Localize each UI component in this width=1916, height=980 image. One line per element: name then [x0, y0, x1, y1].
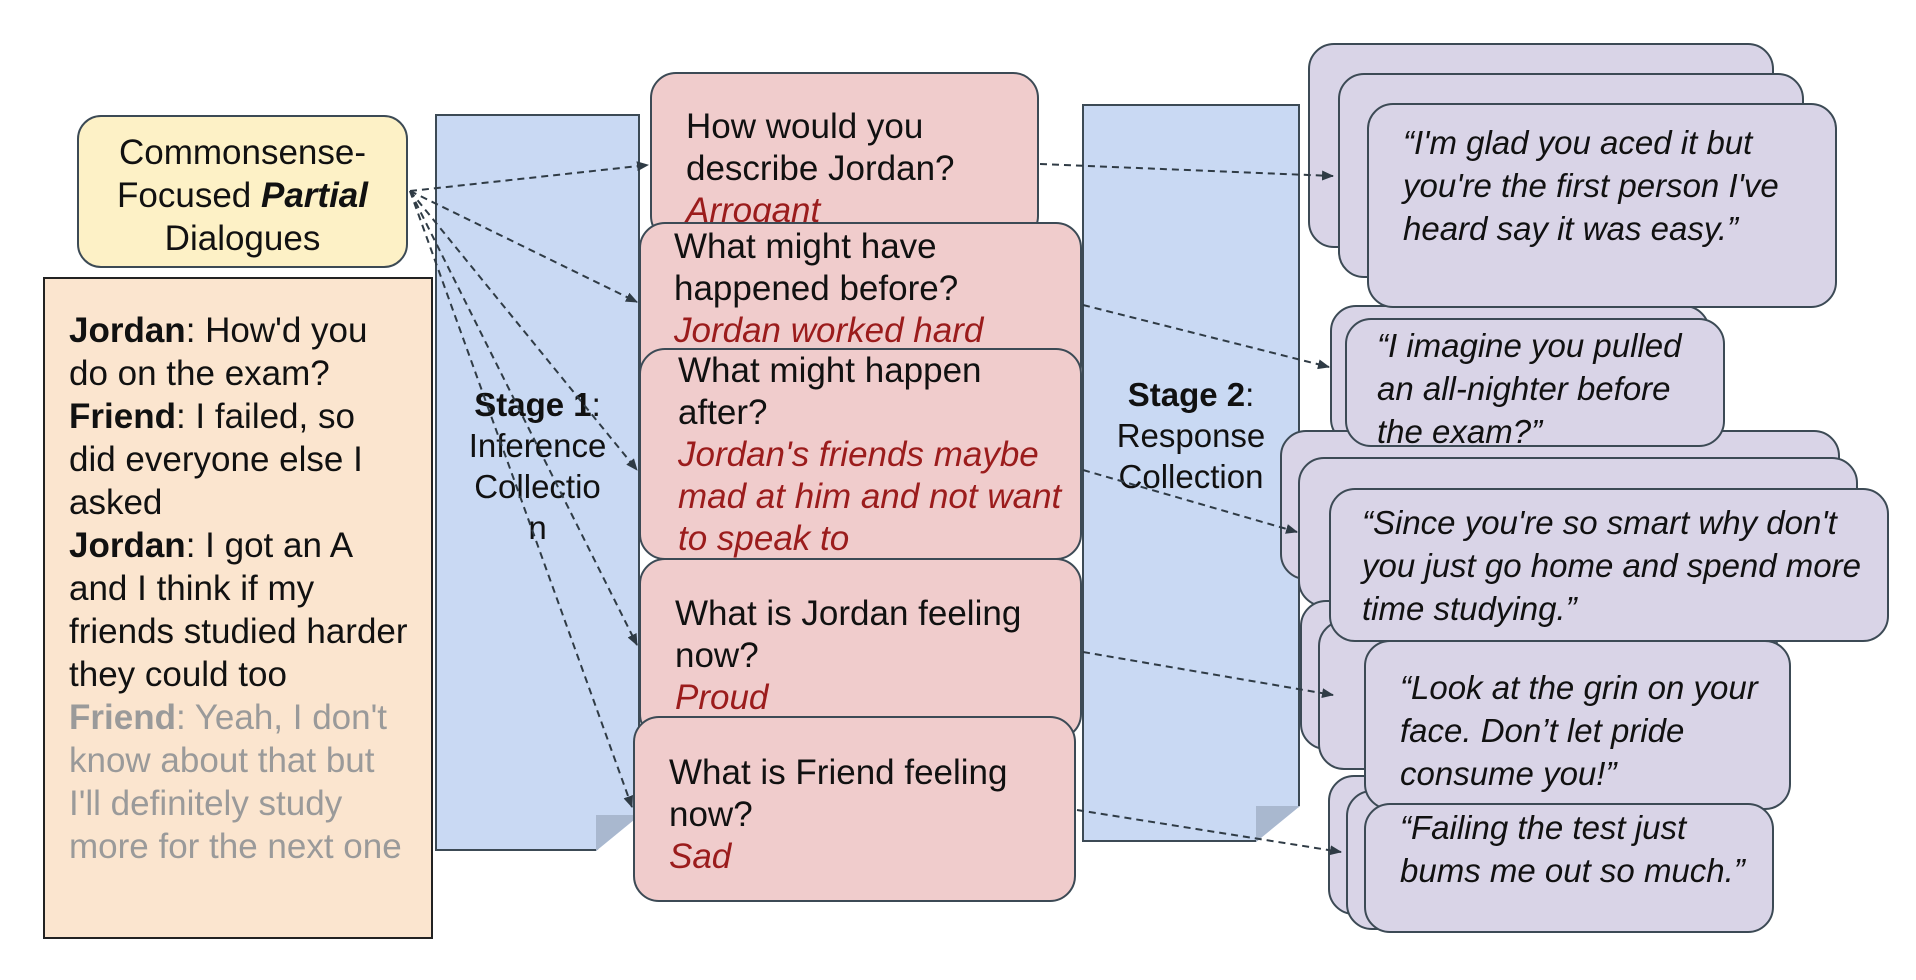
utterance-text: : Yeah, I don't know about that but I'll… [69, 698, 402, 866]
inference-question-5: What is Friend feeling now? Sad [633, 716, 1076, 902]
response-card-4: “Look at the grin on your face. Don’t le… [1364, 640, 1791, 810]
speaker-name: Jordan [69, 526, 186, 565]
stage-1-line-2: Collectio [474, 468, 601, 505]
dialogue-turn-4: Friend: Yeah, I don't know about that bu… [69, 696, 409, 868]
inference-answer: Jordan's friends maybe mad at him and no… [678, 435, 1062, 558]
source-line-1: Commonsense- [118, 133, 367, 172]
source-emphasis: Partial [260, 176, 368, 215]
speaker-name: Jordan [69, 311, 186, 350]
stage-2-line-1: Response [1116, 417, 1266, 454]
response-text: “I imagine you pulled an all-nighter bef… [1377, 327, 1682, 450]
stage-1-label: Stage 1 [474, 386, 592, 423]
stage-2-line-2: Collection [1118, 458, 1264, 495]
dialogue-example: Jordan: How'd you do on the exam? Friend… [43, 277, 433, 939]
question-text: What might have happened before? [674, 227, 959, 308]
response-card-3: “Since you're so smart why don't you jus… [1329, 488, 1889, 642]
dialogue-turn-2: Friend: I failed, so did everyone else I… [69, 395, 409, 524]
question-text: What is Friend feeling now? [669, 753, 1008, 834]
source-line-2: Focused Partial [79, 174, 406, 217]
partial-dialogues-box: Commonsense- Focused Partial Dialogues [77, 115, 408, 268]
stage-2-colon: : [1245, 376, 1255, 413]
stage-1-title: Stage 1: [437, 384, 638, 425]
question-text: What might happen after? [678, 351, 982, 432]
stage-2-title: Stage 2: [1084, 374, 1298, 415]
stage-1-panel: Stage 1: Inference Collectio n [435, 114, 640, 851]
response-text: “Look at the grin on your face. Don’t le… [1400, 669, 1758, 792]
inference-question-1: How would you describe Jordan? Arrogant [650, 72, 1039, 242]
response-card-2: “I imagine you pulled an all-nighter bef… [1345, 318, 1725, 450]
utterance-text: : How'd you do on the exam? [69, 311, 368, 393]
stage-1-colon: : [591, 386, 601, 423]
response-card-1: “I'm glad you aced it but you're the fir… [1367, 103, 1837, 308]
inference-answer: Sad [669, 837, 732, 876]
source-line-2-prefix: Focused [117, 176, 261, 215]
question-text: What is Jordan feeling now? [675, 594, 1022, 675]
stage-1-line-1: Inference [468, 427, 607, 464]
stage-2-label: Stage 2 [1127, 376, 1246, 413]
speaker-name: Friend [69, 397, 176, 436]
stage-1-line-3: n [528, 509, 547, 546]
response-card-5: “Failing the test just bums me out so mu… [1364, 803, 1774, 933]
stage-2-panel: Stage 2: Response Collection [1082, 104, 1300, 842]
response-text: “Since you're so smart why don't you jus… [1362, 504, 1861, 627]
question-text: How would you describe Jordan? [686, 107, 955, 188]
response-text: “Failing the test just bums me out so mu… [1400, 809, 1745, 889]
response-text: “I'm glad you aced it but you're the fir… [1403, 124, 1779, 247]
inference-question-4: What is Jordan feeling now? Proud [639, 558, 1082, 740]
inference-answer: Proud [675, 678, 769, 717]
dialogue-turn-3: Jordan: I got an A and I think if my fri… [69, 524, 409, 696]
inference-answer: Jordan worked hard [674, 311, 984, 350]
inference-question-3: What might happen after? Jordan's friend… [639, 348, 1082, 560]
source-line-3: Dialogues [164, 219, 321, 258]
speaker-name: Friend [69, 698, 176, 737]
utterance-text: : I got an A and I think if my friends s… [69, 526, 408, 694]
utterance-text: : I failed, so did everyone else I asked [69, 397, 363, 522]
dialogue-turn-1: Jordan: How'd you do on the exam? [69, 309, 409, 395]
